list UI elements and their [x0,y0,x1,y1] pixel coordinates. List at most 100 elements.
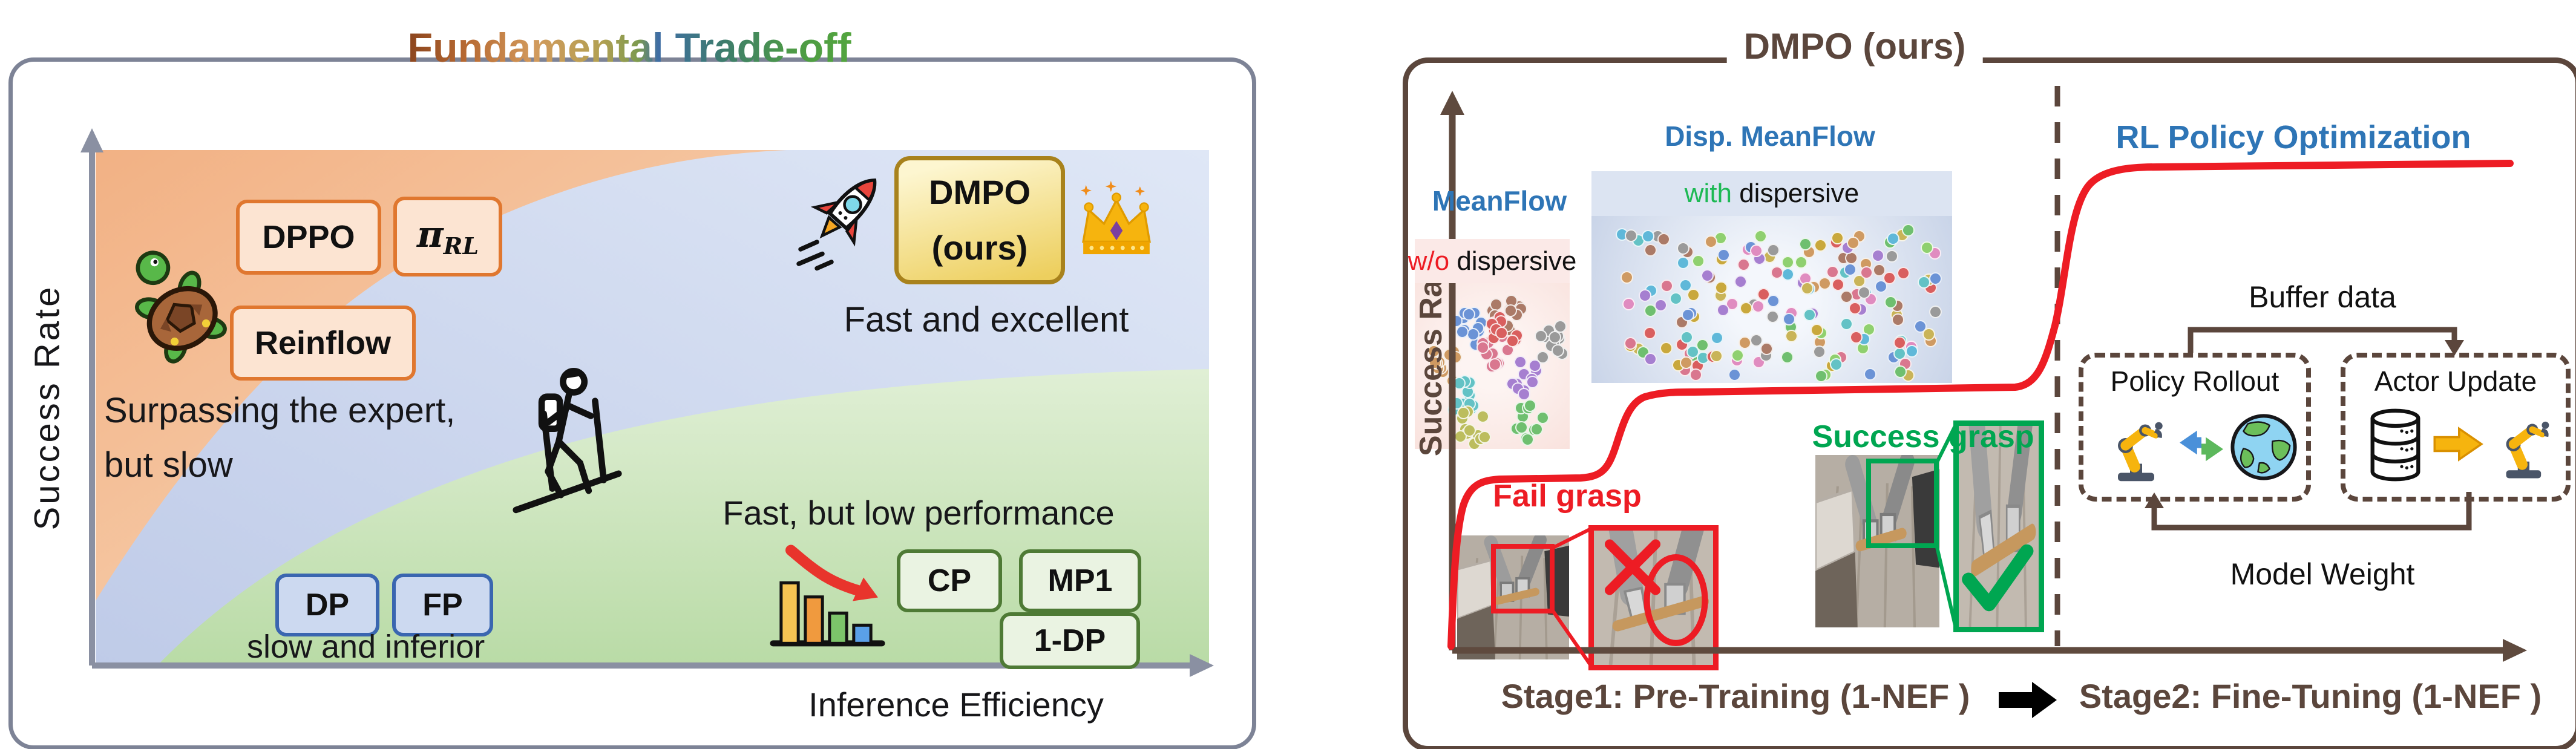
scatter-dot [1644,353,1657,366]
scatter-dot [1752,300,1765,313]
actor-update-label: Actor Update [2374,365,2537,397]
scatter-dot [1521,433,1534,446]
chip-dp-label: DP [305,587,350,623]
chip-cp: CP [897,549,1002,612]
chip-dppo: DPPO [236,200,381,275]
scatter-dot [1814,239,1827,252]
chip-mp1: MP1 [1019,549,1141,612]
tradeoff-panel [8,57,1256,749]
scatter-dot [1536,350,1550,364]
scatter-dot [1781,256,1794,269]
scatter-dot [1453,376,1466,390]
chip-dmpo-line2: (ours) [931,229,1028,267]
scatter-dot [1644,304,1657,318]
scatter-dot [1780,351,1794,364]
scatter-dot [1429,356,1442,369]
scatter-dot [1847,236,1860,249]
scatter-dot [1691,255,1705,268]
right-panel-title: DMPO (ours) [1726,25,1983,67]
scatter-dot [1897,267,1910,280]
scatter-dot [1739,302,1752,315]
exchange-arrows-icon [2174,424,2229,468]
stage1-label: Stage1: Pre-Training (1-NEF ) [1501,677,1970,715]
actor-update-box: Actor Update [2341,353,2571,502]
database-icon [2364,401,2427,489]
scatter-dot [1831,278,1844,291]
model-weight-label: Model Weight [2230,557,2415,591]
scatter-dot [1624,337,1637,350]
scatter-dot [1679,356,1693,369]
disp-meanflow-scatter [1591,216,1952,383]
crown-icon [1068,169,1165,275]
scatter-dot [1536,411,1550,424]
robot-arm-icon [2486,405,2558,486]
success-grasp-label: Success grasp [1812,419,2034,454]
scatter-dot [1798,237,1812,250]
chip-fp-label: FP [422,587,463,623]
disp-tag-rest: dispersive [1731,178,1860,208]
caption-fast-low: Fast, but low performance [723,494,1115,532]
left-y-axis-label: Success Rate [27,284,67,531]
scatter-dot [1657,233,1671,246]
scatter-dot [1534,329,1547,342]
caption-surpass-line1: Surpassing the expert, [104,391,456,430]
scatter-dot [1818,277,1832,290]
scatter-dot [1476,410,1489,424]
chip-mp1-label: MP1 [1047,563,1113,598]
chip-dp: DP [275,574,379,636]
scatter-dot [1872,249,1885,262]
scatter-dot [1659,341,1673,355]
robot-arm-icon [2097,405,2172,489]
scatter-dot [1766,244,1780,257]
scatter-dot [1514,356,1527,369]
scatter-dot [1552,344,1565,357]
scatter-dot [1669,292,1682,306]
scatter-dot [1826,266,1839,279]
chip-1dp-label: 1-DP [1034,623,1106,658]
turtle-icon [112,230,233,381]
scatter-dot [1463,307,1476,321]
scatter-dot [1830,231,1844,244]
scatter-dot [1754,230,1767,243]
scatter-dot [1739,336,1752,349]
scatter-dot [1515,420,1528,434]
scatter-dot [1530,422,1544,436]
scatter-dot [1829,358,1843,371]
scatter-dot [1857,286,1870,299]
scatter-dot [1810,324,1823,337]
chip-1dp: 1-DP [1000,612,1140,669]
scatter-dot [1686,345,1699,359]
scatter-dot [1717,303,1730,316]
chip-reinflow-label: Reinflow [255,325,391,361]
scatter-dot [1771,266,1784,279]
chip-dmpo-ours: DMPO (ours) [894,156,1065,284]
stage2-label: Stage2: Fine-Tuning (1-NEF ) [2079,677,2542,715]
scatter-dot [1766,310,1779,323]
scatter-dot [1766,295,1780,308]
scatter-dot [1781,267,1795,281]
caption-fast-excellent: Fast and excellent [844,300,1129,339]
scatter-dot [1734,275,1748,289]
scatter-dot [1760,342,1774,355]
scatter-dot [1737,258,1750,271]
chip-reinflow: Reinflow [230,306,416,381]
scatter-dot [1680,331,1694,344]
scatter-dot [1638,289,1651,302]
scatter-dot [1644,244,1657,257]
meanflow-title: MeanFlow [1432,185,1567,217]
scatter-dot [1642,229,1655,243]
scatter-dot [1920,241,1933,255]
scatter-dot [1864,368,1877,381]
scatter-dot [1906,345,1919,358]
scatter-dot [1893,365,1907,378]
scatter-dot [1731,348,1745,362]
scatter-dot [1885,249,1898,263]
scatter-dot [1682,308,1695,321]
scatter-dot [1710,350,1723,363]
scatter-dot [1689,368,1703,382]
scatter-dot [1929,305,1942,318]
scatter-dot [1893,336,1906,350]
scatter-dot [1476,341,1489,354]
scatter-dot [1860,266,1873,280]
